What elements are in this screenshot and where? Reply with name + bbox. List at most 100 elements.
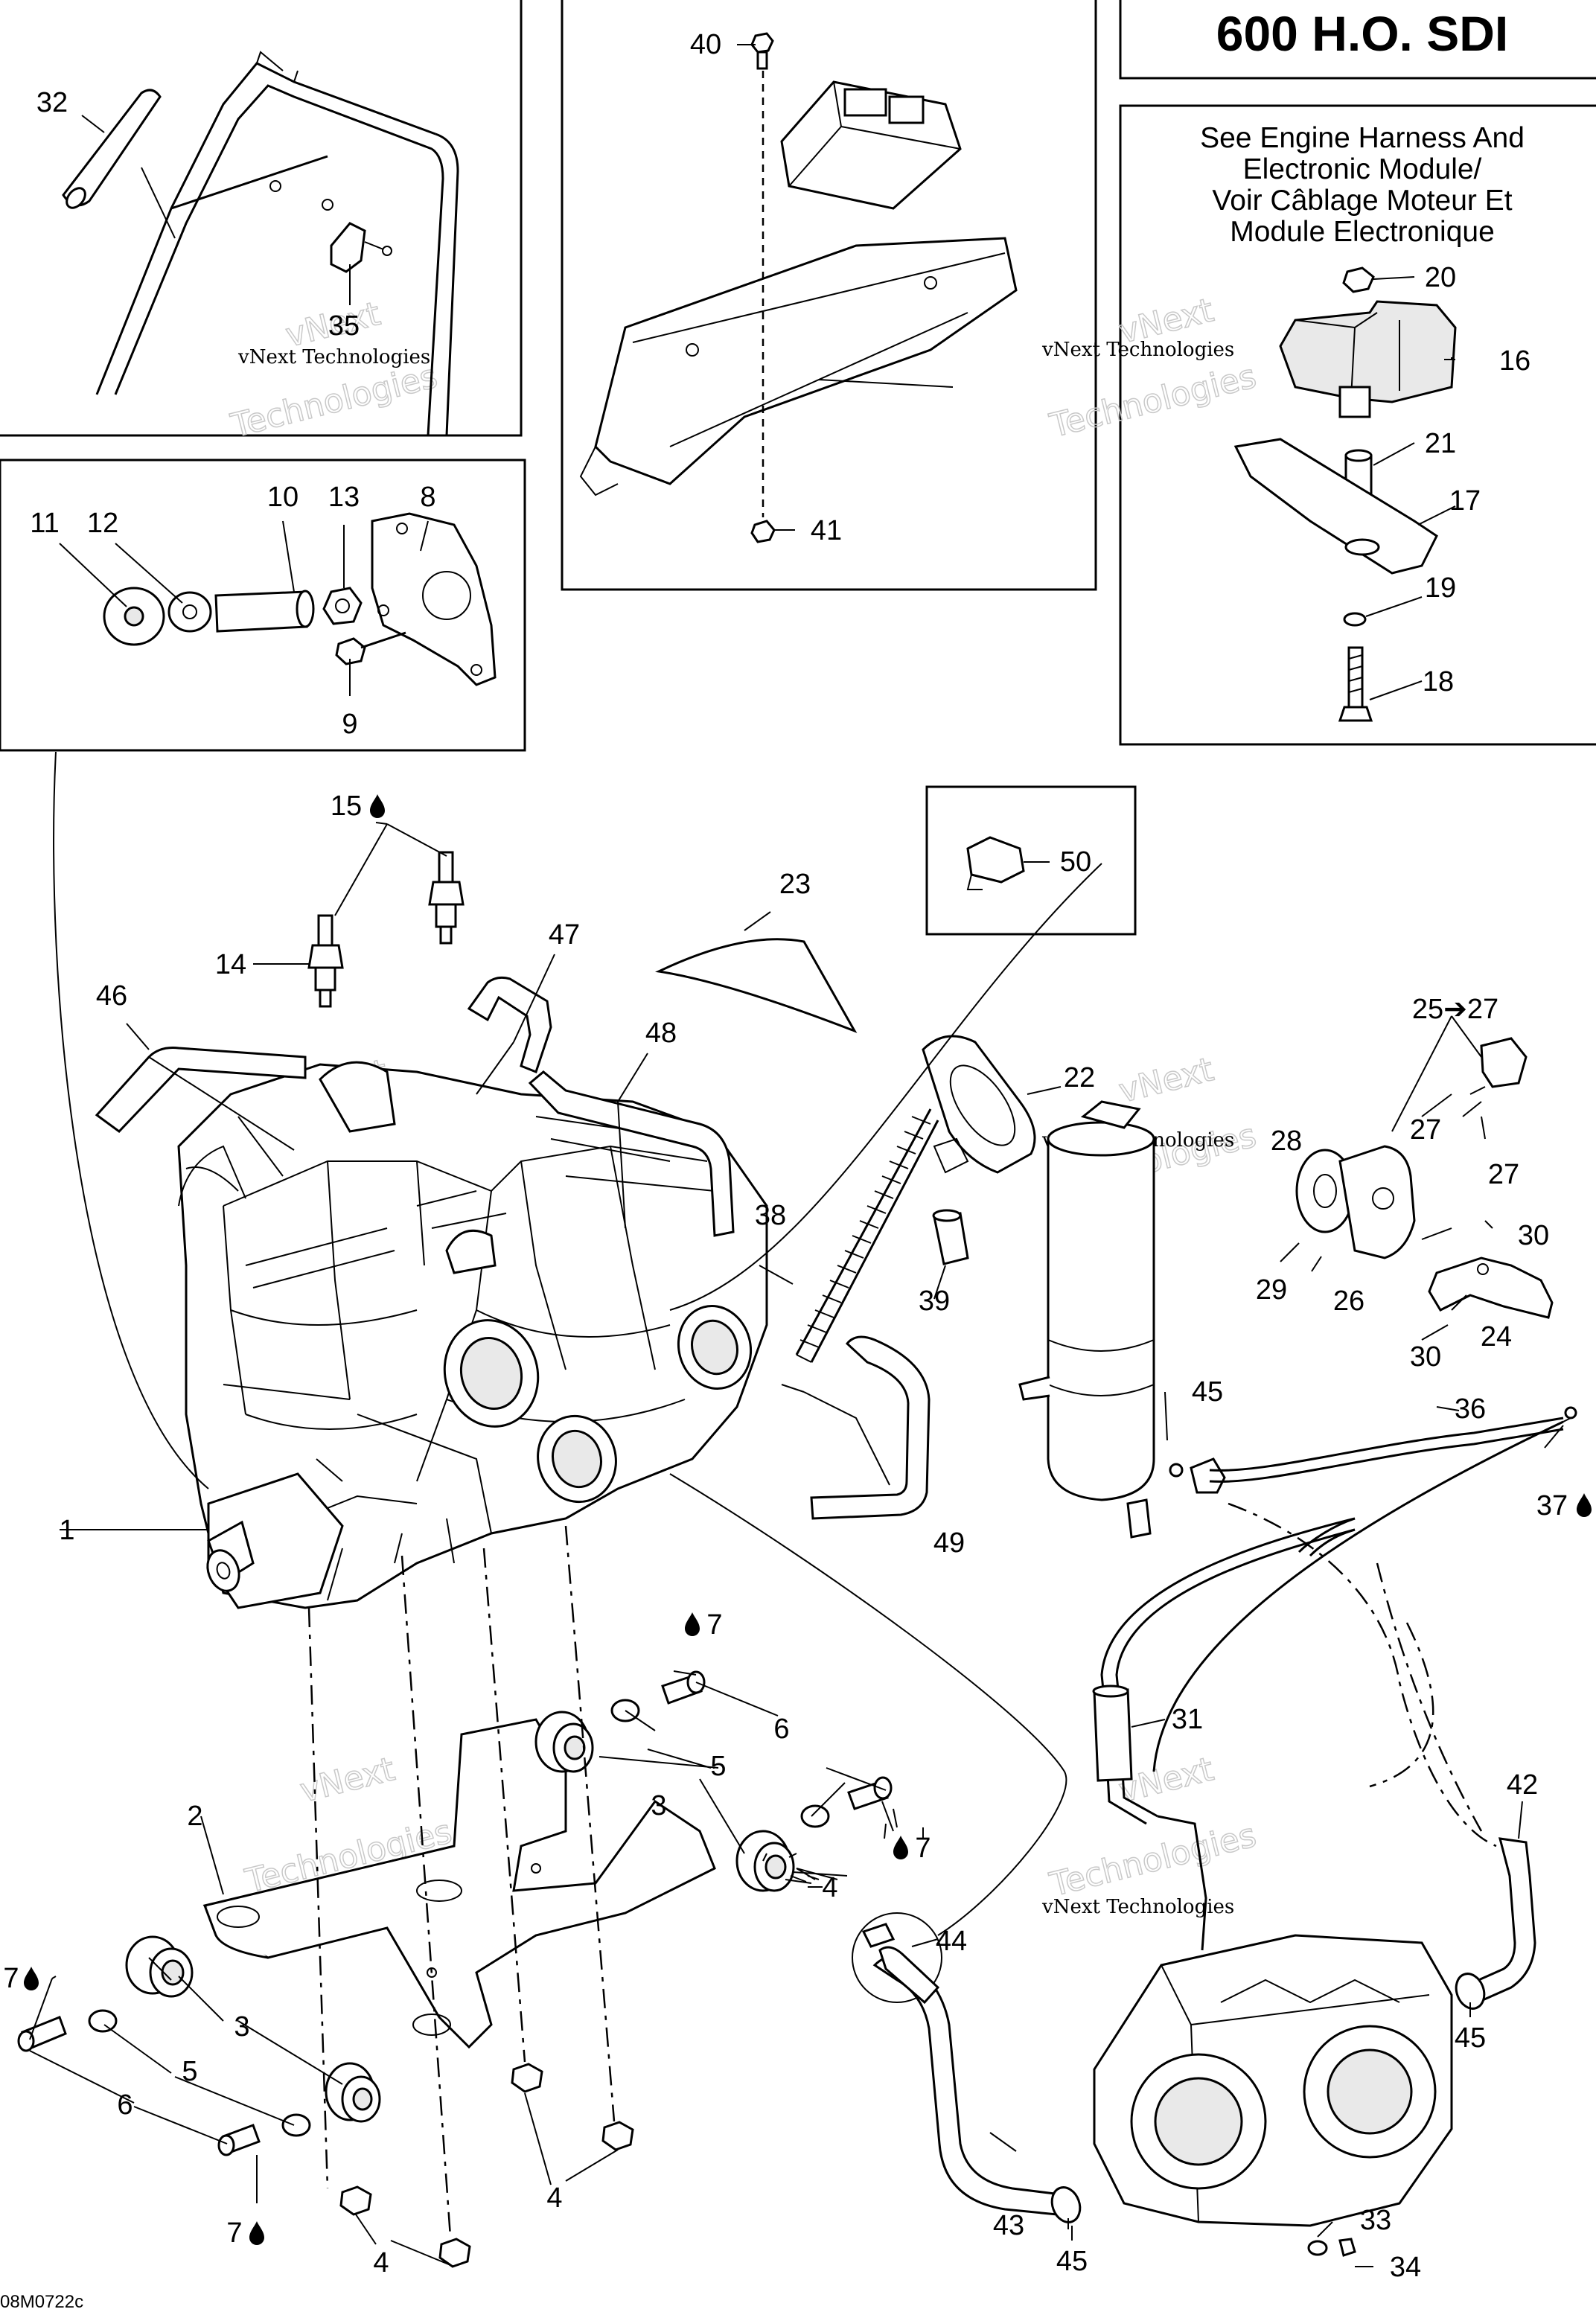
label-48: 48: [645, 1018, 677, 1049]
label-42: 42: [1507, 1769, 1538, 1801]
label-19: 19: [1425, 572, 1456, 604]
label-39: 39: [919, 1286, 950, 1317]
label-13: 13: [328, 482, 360, 513]
svg-text:vNext Technologies: vNext Technologies: [1041, 339, 1234, 361]
label-4a: 4: [822, 1872, 837, 1903]
support-bracket-part: [579, 237, 1018, 496]
bracket-24-part: [1428, 1256, 1554, 1319]
label-2: 2: [187, 1801, 202, 1832]
fuel-cap-22-part: [922, 1035, 1036, 1174]
label-8: 8: [420, 482, 435, 513]
washer-19-part: [1343, 612, 1367, 627]
oil-tank-part: [1018, 1100, 1155, 1539]
label-40: 40: [690, 29, 721, 60]
panel-frames: [0, 0, 1596, 936]
label-7d: 7: [226, 2217, 242, 2249]
label-22: 22: [1064, 1062, 1095, 1093]
svg-text:vNext: vNext: [1115, 1050, 1217, 1111]
routing-line-2: [1376, 1562, 1483, 1832]
sleeve-39-part: [932, 1209, 969, 1265]
label-3a: 3: [651, 1790, 666, 1821]
clamp-45-part: [1169, 1457, 1226, 1494]
label-45a: 45: [1192, 1376, 1223, 1408]
label-21: 21: [1425, 428, 1456, 459]
routing-line-3: [1369, 1622, 1434, 1788]
label-44: 44: [936, 1926, 967, 1957]
mount-3-center-part: [325, 2062, 381, 2123]
nuts-4-part: [339, 2063, 634, 2268]
label-31: 31: [1172, 1704, 1203, 1735]
pump-connector-part: [1462, 1037, 1528, 1117]
label-30a: 30: [1518, 1220, 1549, 1251]
frame-tube-part: [95, 51, 459, 436]
engine-pto-part: [206, 1472, 344, 1609]
tube-sleeve-part: [62, 89, 162, 209]
bolt-40-part: [750, 32, 774, 70]
harness-note: See Engine Harness And Electronic Module…: [1200, 122, 1525, 248]
label-5b: 5: [182, 2056, 197, 2087]
label-27a: 27: [1410, 1114, 1441, 1146]
diagram-title: 600 H.O. SDI: [1216, 6, 1509, 61]
label-30b: 30: [1410, 1341, 1441, 1373]
label-9: 9: [342, 709, 357, 740]
svg-text:Electronic Module/: Electronic Module/: [1243, 153, 1482, 185]
label-23: 23: [779, 869, 811, 900]
label-41: 41: [811, 515, 842, 546]
hose-46-part: [95, 1047, 307, 1133]
label-14: 14: [215, 949, 246, 980]
label-49: 49: [933, 1527, 965, 1559]
svg-text:Technologies: Technologies: [227, 357, 441, 445]
label-38: 38: [755, 1200, 786, 1231]
label-45c: 45: [1056, 2246, 1088, 2277]
nut-13-part: [322, 587, 363, 625]
throttle-body-left-part: [443, 1304, 753, 1504]
label-47: 47: [549, 919, 580, 951]
label-1: 1: [59, 1515, 74, 1546]
figure-code: 08M0722c: [0, 2292, 83, 2312]
svg-text:vNext Technologies: vNext Technologies: [1041, 1896, 1234, 1918]
label-46: 46: [96, 980, 127, 1012]
clamp-45b-part: [1455, 1973, 1486, 2010]
bolt-18-part: [1338, 646, 1373, 722]
label-17: 17: [1449, 485, 1481, 517]
label-26: 26: [1333, 1286, 1364, 1317]
washer-12-part: [167, 591, 212, 633]
svg-text:Technologies: Technologies: [1046, 357, 1260, 445]
ignition-module-part: [1279, 300, 1457, 418]
bolt-9-part: [335, 631, 406, 665]
filter-31-part: [1092, 1684, 1133, 1782]
bracket-35-part: [330, 222, 392, 273]
leader-lines: [29, 44, 1564, 2267]
label-3b: 3: [234, 2011, 249, 2043]
label-37: 37: [1536, 1490, 1568, 1521]
label-6b: 6: [117, 2089, 133, 2121]
routing-line: [1228, 1502, 1497, 1848]
hose-47-part: [467, 976, 552, 1073]
module-box-part: [780, 80, 962, 210]
oil-line-part: [1100, 1417, 1564, 1825]
label-4c: 4: [373, 2247, 389, 2279]
label-32: 32: [36, 87, 68, 118]
clamp-44-part: [852, 1912, 942, 2005]
cable-36-37-part: [1152, 1406, 1577, 1772]
spring-38-part: [795, 1108, 939, 1363]
label-27b: 27: [1488, 1159, 1519, 1190]
label-16: 16: [1499, 345, 1530, 377]
label-24: 24: [1481, 1321, 1512, 1353]
label-34: 34: [1390, 2252, 1421, 2283]
cover-23-part: [654, 938, 858, 1033]
label-15: 15: [331, 791, 362, 822]
label-25-27: 25➔27: [1412, 994, 1498, 1025]
mount-3-left-part: [125, 1935, 194, 1998]
oil-pump-28-part: [1295, 1145, 1416, 1259]
nut-41-part: [750, 520, 776, 543]
label-35: 35: [328, 310, 360, 342]
hose-43-part: [872, 1955, 1062, 2216]
svg-text:Technologies: Technologies: [1046, 1816, 1260, 1904]
label-43: 43: [993, 2210, 1024, 2241]
svg-text:See Engine Harness And: See Engine Harness And: [1200, 122, 1525, 154]
label-5a: 5: [710, 1751, 726, 1782]
hose-42-part: [1469, 1837, 1536, 2005]
spacer-10-part: [214, 590, 315, 633]
